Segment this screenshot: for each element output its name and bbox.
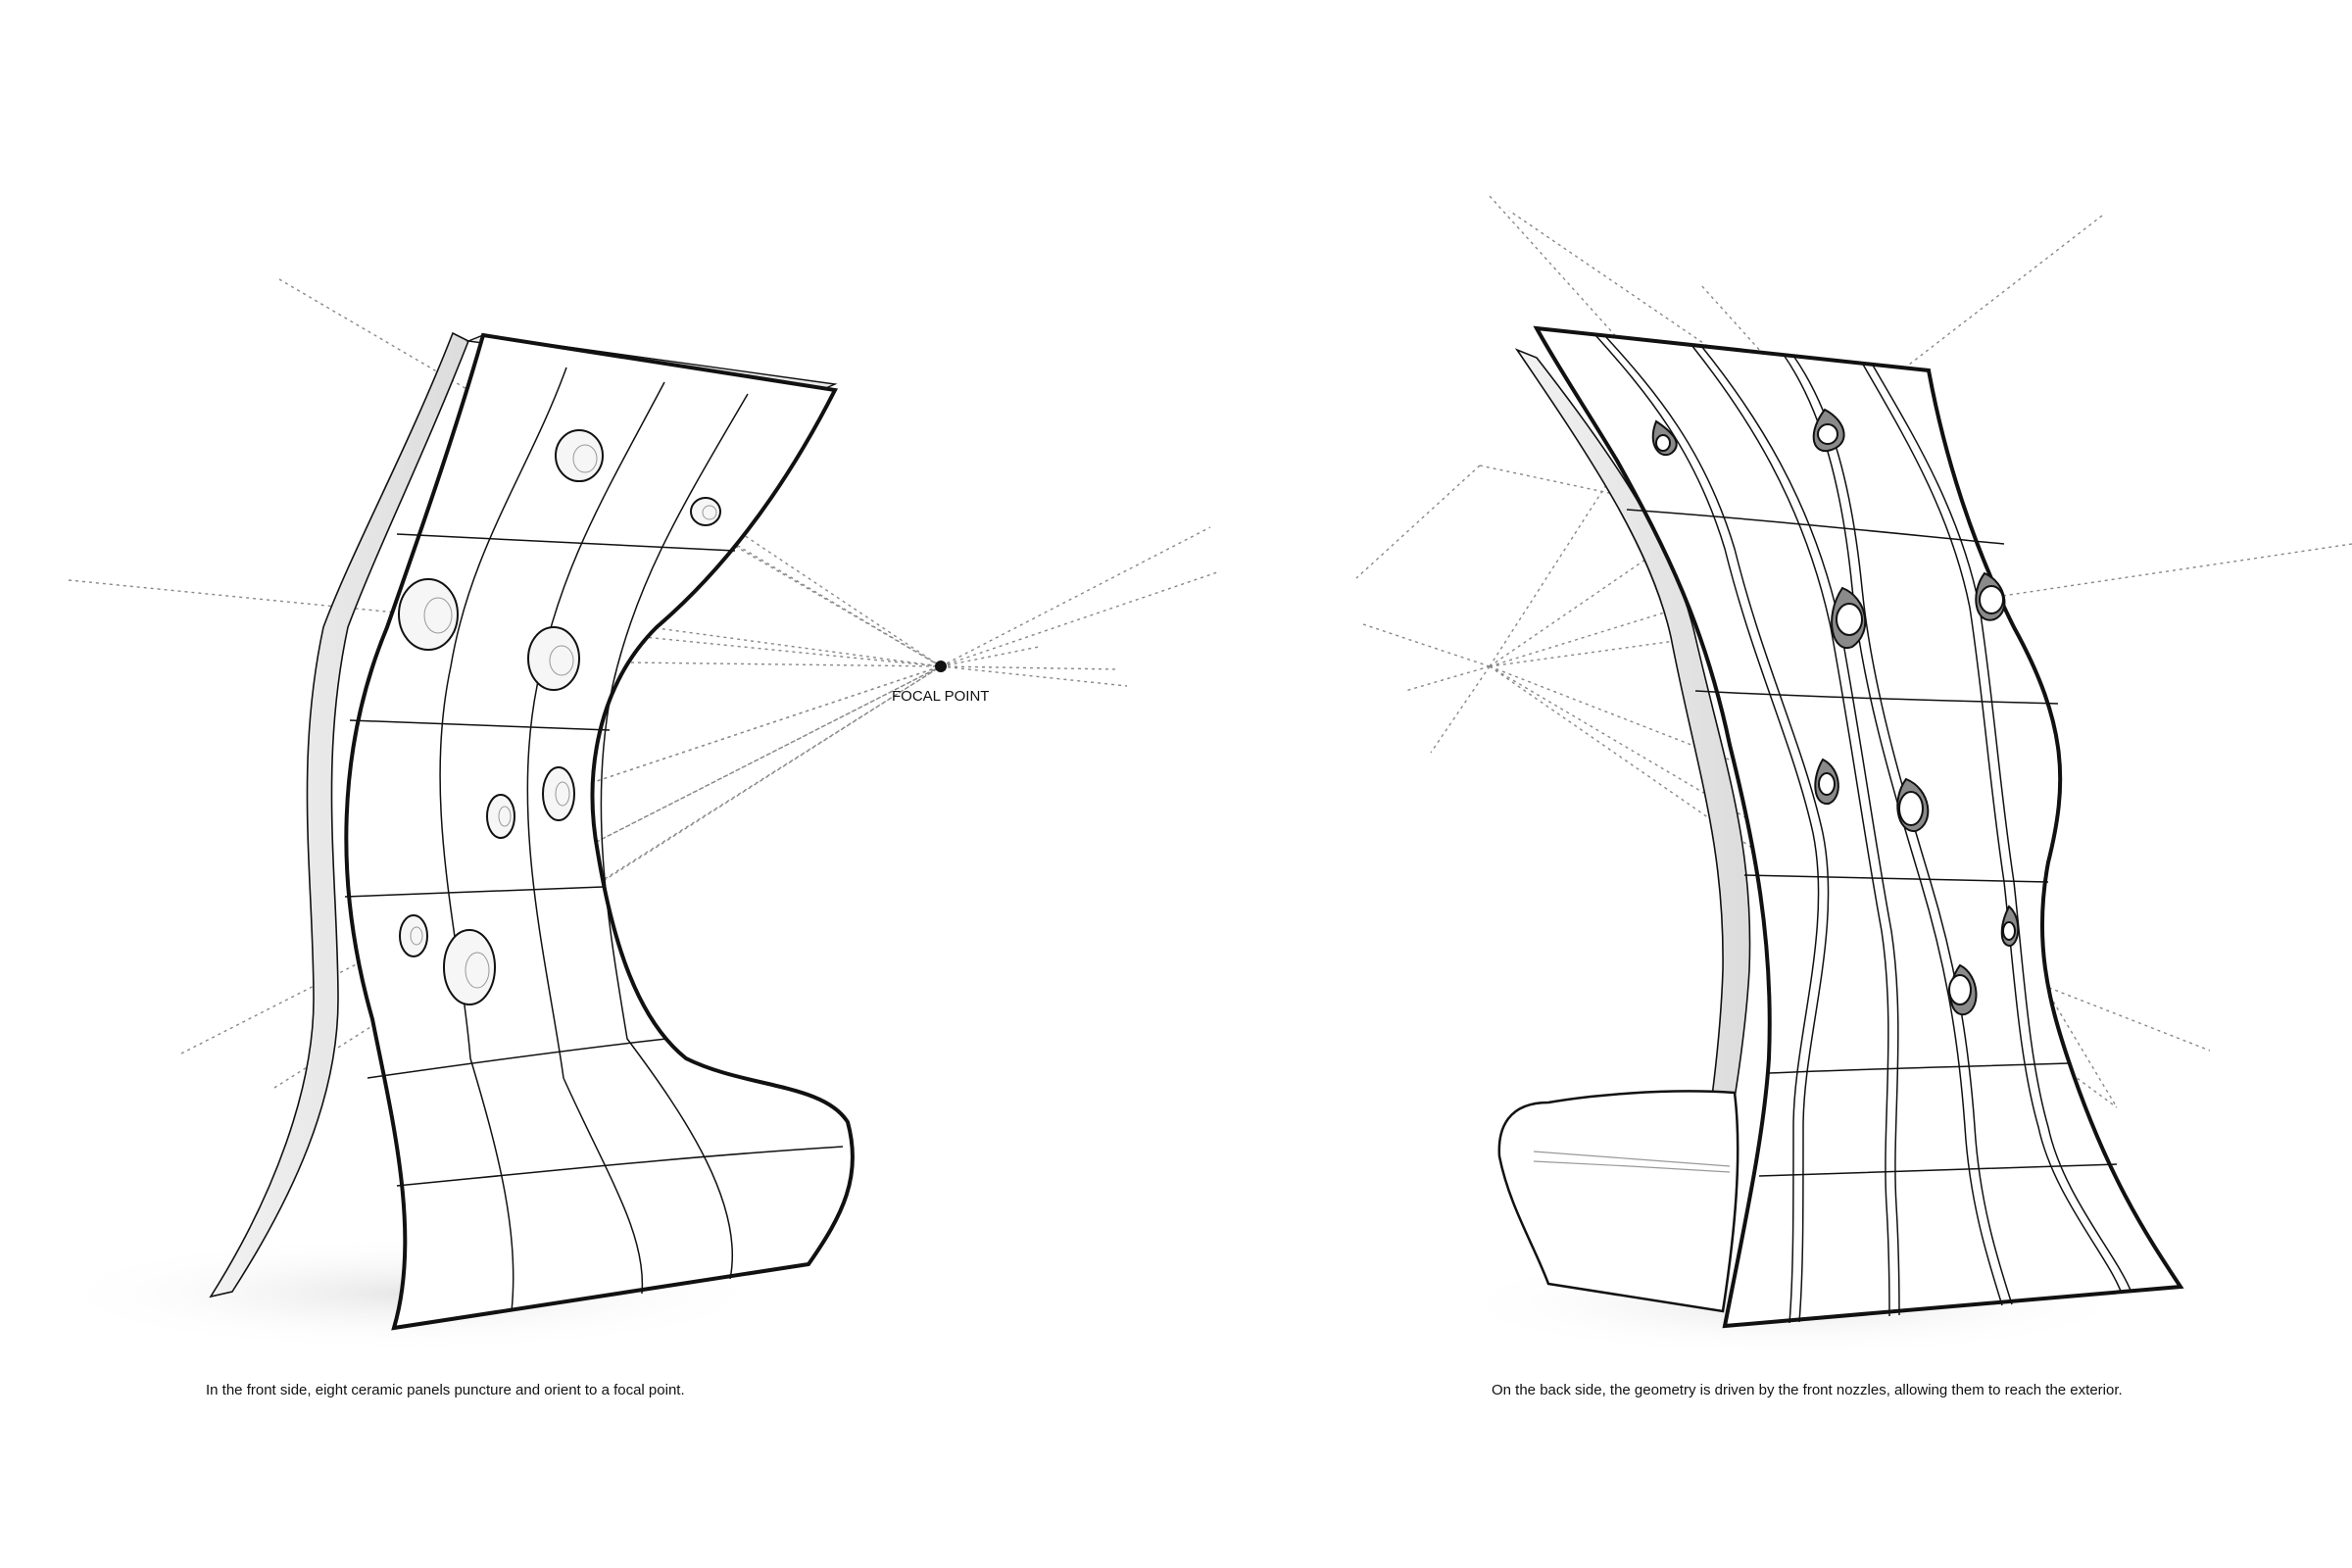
back-nozzle-1 bbox=[1651, 419, 1678, 456]
back-nozzle-8 bbox=[1948, 963, 1978, 1016]
nozzle-2 bbox=[690, 497, 721, 526]
front-nozzles bbox=[398, 429, 721, 1005]
back-nozzle-2 bbox=[1812, 408, 1845, 453]
nozzle-4 bbox=[527, 626, 580, 691]
nozzle-7 bbox=[399, 914, 428, 957]
back-nozzle-6 bbox=[1896, 777, 1930, 833]
nozzle-1 bbox=[555, 429, 604, 482]
back-view bbox=[1355, 195, 2352, 1357]
back-seat-base bbox=[1497, 1090, 1740, 1313]
nozzle-3 bbox=[398, 578, 459, 651]
back-nozzle-5 bbox=[1814, 758, 1839, 806]
panel-thickness-strip bbox=[209, 331, 470, 1298]
front-view bbox=[39, 278, 1221, 1352]
focal-point-label: FOCAL POINT bbox=[892, 688, 990, 705]
back-ribs bbox=[1594, 334, 2132, 1324]
nozzle-5 bbox=[486, 794, 515, 839]
panel-joints-vertical bbox=[439, 367, 749, 1312]
back-nozzle-7 bbox=[2000, 905, 2020, 947]
seat-joints bbox=[1533, 1151, 1731, 1173]
back-panel-body bbox=[1533, 325, 2184, 1329]
focal-point-marker bbox=[935, 661, 947, 672]
back-nozzles bbox=[1651, 408, 2020, 1016]
nozzle-8 bbox=[443, 929, 496, 1005]
back-nozzle-4 bbox=[1975, 571, 2006, 621]
front-side-caption: In the front side, eight ceramic panels … bbox=[206, 1382, 685, 1398]
front-panel-body bbox=[344, 332, 856, 1331]
nozzle-6 bbox=[542, 766, 575, 821]
back-nozzle-3 bbox=[1831, 586, 1867, 650]
back-side-caption: On the back side, the geometry is driven… bbox=[1492, 1382, 2123, 1398]
